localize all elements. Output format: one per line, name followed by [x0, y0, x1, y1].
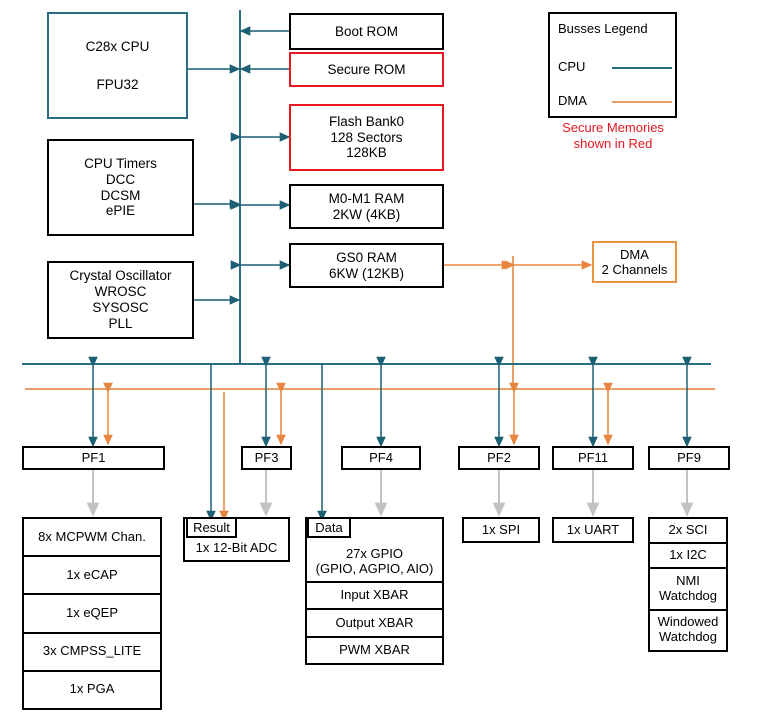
- gs0-ram-size-label: 6KW (12KB): [328, 265, 405, 281]
- cpu-timers-label: CPU Timers: [84, 155, 157, 171]
- legend-title: Busses Legend: [558, 21, 648, 36]
- gpio-data-label: Data: [315, 520, 343, 535]
- pf-block-pf11: PF11: [552, 446, 634, 470]
- adc-label: 1x 12-Bit ADC: [195, 539, 278, 555]
- pf-block-pf3: PF3: [241, 446, 292, 470]
- pf-block-pf4: PF4: [341, 446, 421, 470]
- secure-memories-note: Secure Memories shown in Red: [540, 120, 686, 153]
- pf1-label: PF1: [81, 450, 106, 466]
- sci-peripheral-stack: 2x SCI 1x I2C NMI Watchdog Windowed Watc…: [648, 517, 728, 652]
- memory-block-m0m1-ram: M0-M1 RAM 2KW (4KB): [289, 184, 444, 229]
- dcc-label: DCC: [105, 171, 136, 187]
- pf9-label: PF9: [677, 450, 701, 466]
- list-item: 1x PGA: [24, 671, 160, 709]
- list-item: Output XBAR: [307, 610, 442, 638]
- list-item: Input XBAR: [307, 583, 442, 611]
- pll-label: PLL: [108, 315, 133, 331]
- cpu-horizontal-bus: [22, 363, 711, 365]
- list-item: 1x UART: [554, 519, 632, 541]
- pf11-label: PF11: [577, 450, 609, 466]
- secure-note-line2: shown in Red: [573, 136, 653, 152]
- dma-channels-label: 2 Channels: [601, 262, 668, 277]
- list-item: 2x SCI: [650, 519, 726, 544]
- legend-cpu-swatch: [612, 67, 672, 69]
- m0m1-ram-label: M0-M1 RAM: [328, 190, 405, 206]
- list-item: 1x eQEP: [24, 595, 160, 634]
- memory-block-secure-rom: Secure ROM: [289, 52, 444, 87]
- cpu-vertical-bus: [239, 10, 241, 365]
- list-item: 27x GPIO (GPIO, AGPIO, AIO): [307, 519, 442, 583]
- c28x-cpu-label: C28x CPU: [85, 38, 150, 54]
- legend-cpu-label: CPU: [558, 59, 586, 74]
- list-item: NMI Watchdog: [650, 569, 726, 611]
- list-item: Windowed Watchdog: [650, 610, 726, 650]
- spi-peripheral-stack: 1x SPI: [462, 517, 540, 543]
- dma-vertical-bus: [512, 256, 514, 389]
- dma-title-label: DMA: [620, 246, 649, 262]
- memory-block-gs0-ram: GS0 RAM 6KW (12KB): [289, 243, 444, 288]
- pf2-label: PF2: [487, 450, 511, 466]
- adc-result-label: Result: [193, 520, 230, 535]
- list-item: PWM XBAR: [307, 637, 442, 663]
- list-item: 8x MCPWM Chan.: [24, 519, 160, 558]
- fpu32-label: FPU32: [96, 76, 139, 92]
- flash-bank0-label: Flash Bank0: [328, 113, 405, 129]
- legend-dma-swatch: [612, 101, 672, 103]
- boot-rom-label: Boot ROM: [334, 23, 399, 39]
- cpu-timers-block: CPU Timers DCC DCSM ePIE: [47, 139, 194, 236]
- legend-dma-label: DMA: [558, 93, 587, 108]
- memory-block-boot-rom: Boot ROM: [289, 13, 444, 50]
- pf-block-pf2: PF2: [458, 446, 540, 470]
- sysosc-label: SYSOSC: [92, 300, 149, 315]
- dma-block: DMA 2 Channels: [592, 241, 677, 283]
- dma-horizontal-bus: [25, 388, 715, 390]
- list-item: 3x CMPSS_LITE: [24, 633, 160, 672]
- pf3-label: PF3: [254, 450, 279, 466]
- secure-rom-label: Secure ROM: [327, 61, 406, 77]
- m0m1-ram-size-label: 2KW (4KB): [332, 206, 401, 222]
- gs0-ram-label: GS0 RAM: [336, 249, 397, 265]
- list-item: 1x eCAP: [24, 557, 160, 596]
- crystal-oscillator-label: Crystal Oscillator: [69, 268, 172, 284]
- list-item: 1x SPI: [464, 519, 538, 541]
- secure-note-line1: Secure Memories: [562, 120, 664, 135]
- crystal-oscillator-block: Crystal Oscillator WROSC SYSOSC PLL: [47, 261, 194, 339]
- list-item: 1x I2C: [650, 544, 726, 569]
- gpio-peripheral-stack: 27x GPIO (GPIO, AGPIO, AIO) Input XBAR O…: [305, 517, 444, 665]
- c28x-cpu-block: C28x CPU FPU32: [47, 12, 188, 119]
- busses-legend-box: Busses Legend CPU DMA: [548, 12, 677, 118]
- pf-block-pf1: PF1: [22, 446, 165, 470]
- adc-result-tag: Result: [186, 517, 237, 538]
- memory-block-flash-bank0: Flash Bank0 128 Sectors 128KB: [289, 104, 444, 171]
- uart-peripheral-stack: 1x UART: [552, 517, 634, 543]
- wrosc-label: WROSC: [94, 284, 147, 300]
- epie-label: ePIE: [105, 203, 136, 219]
- flash-sectors-label: 128 Sectors: [330, 129, 403, 145]
- dcsm-label: DCSM: [100, 187, 141, 203]
- pf-block-pf9: PF9: [648, 446, 730, 470]
- pf1-peripheral-stack: 8x MCPWM Chan. 1x eCAP 1x eQEP 3x CMPSS_…: [22, 517, 162, 710]
- flash-size-label: 128KB: [346, 145, 387, 161]
- pf4-label: PF4: [369, 450, 393, 466]
- gpio-data-tag: Data: [307, 517, 351, 538]
